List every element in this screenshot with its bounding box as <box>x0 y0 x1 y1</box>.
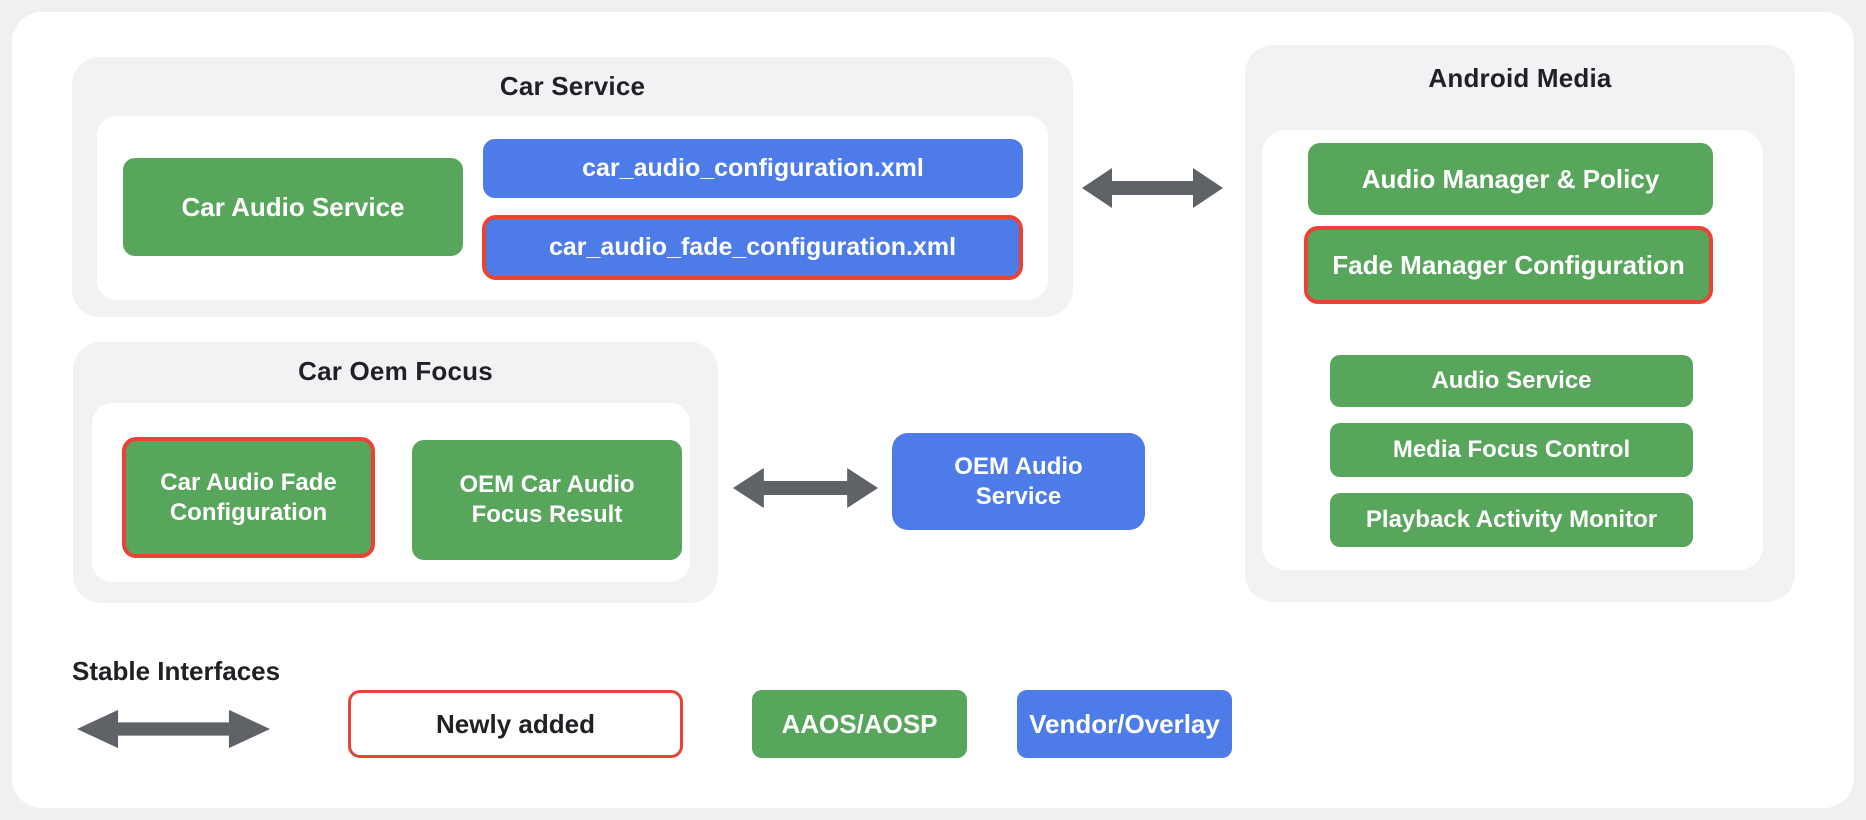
car-service-inner-panel: Car Audio Service car_audio_configuratio… <box>97 116 1048 300</box>
car-service-android-media-arrow-icon <box>1082 166 1223 210</box>
legend-aaos-aosp: AAOS/AOSP <box>752 690 967 758</box>
car-audio-service-node: Car Audio Service <box>123 158 463 256</box>
legend-newly-added: Newly added <box>348 690 683 758</box>
legend-vendor-overlay: Vendor/Overlay <box>1017 690 1232 758</box>
car-service-title: Car Service <box>499 71 646 101</box>
media-focus-control-node: Media Focus Control <box>1330 423 1693 477</box>
car-audio-configuration-xml-node: car_audio_configuration.xml <box>483 139 1023 198</box>
stable-interfaces-arrow-icon <box>77 708 270 750</box>
oem-audio-service-node: OEM Audio Service <box>892 433 1145 530</box>
car-audio-fade-configuration-node: Car Audio Fade Configuration <box>122 437 375 558</box>
car-oem-focus-title: Car Oem Focus <box>298 356 493 386</box>
playback-activity-monitor-node: Playback Activity Monitor <box>1330 493 1693 547</box>
android-media-inner-panel: Audio Manager & Policy Fade Manager Conf… <box>1262 130 1763 570</box>
android-media-container: Android Media Audio Manager & Policy Fad… <box>1245 45 1795 602</box>
android-media-title: Android Media <box>1428 63 1612 93</box>
car-oem-focus-oem-audio-service-arrow-icon <box>733 466 878 510</box>
audio-service-node: Audio Service <box>1330 355 1693 407</box>
fade-manager-configuration-node: Fade Manager Configuration <box>1304 226 1713 304</box>
diagram-canvas: Car Service Car Audio Service car_audio_… <box>12 12 1854 808</box>
car-audio-fade-configuration-xml-node: car_audio_fade_configuration.xml <box>482 215 1023 280</box>
stable-interfaces-label: Stable Interfaces <box>72 656 281 686</box>
car-oem-focus-inner-panel: Car Audio Fade Configuration OEM Car Aud… <box>92 403 690 582</box>
audio-manager-policy-node: Audio Manager & Policy <box>1308 143 1713 215</box>
car-oem-focus-container: Car Oem Focus Car Audio Fade Configurati… <box>73 342 718 603</box>
car-service-container: Car Service Car Audio Service car_audio_… <box>72 57 1073 317</box>
oem-car-audio-focus-result-node: OEM Car Audio Focus Result <box>412 440 682 560</box>
